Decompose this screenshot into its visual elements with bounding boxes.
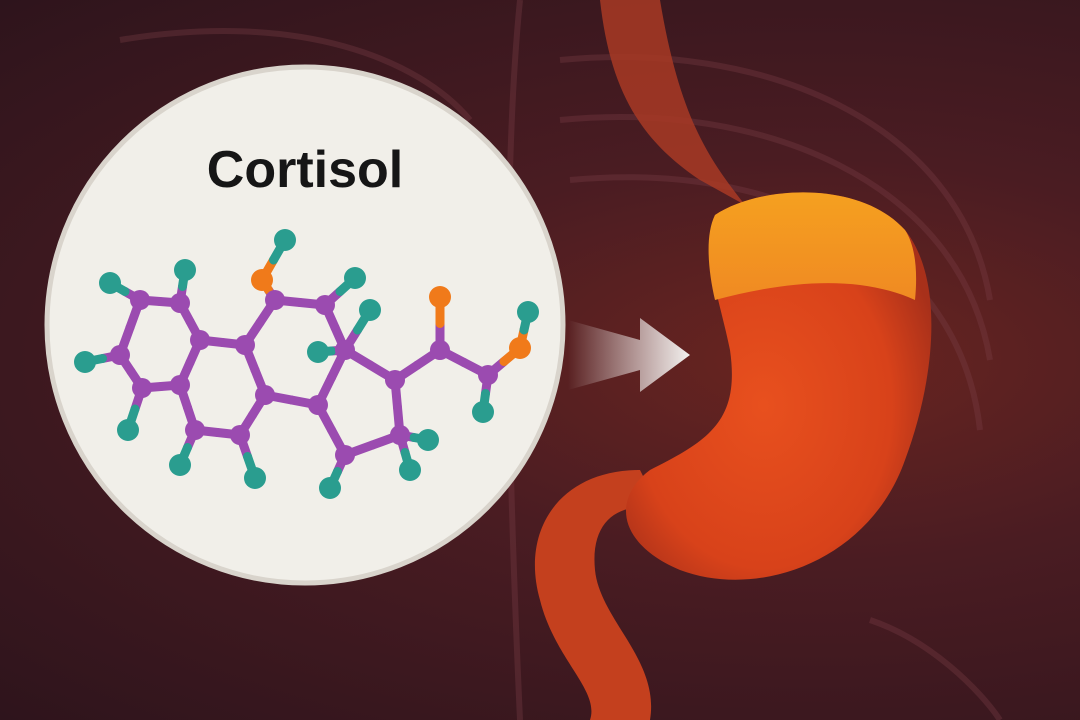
carbon-atom (430, 340, 450, 360)
oxygen-atom (251, 269, 273, 291)
magnifier-circle (44, 64, 566, 586)
hydrogen-atom (517, 301, 539, 323)
hydrogen-atom (417, 429, 439, 451)
carbon-atom (385, 370, 405, 390)
molecule-title: Cortisol (206, 141, 404, 199)
carbon-atom (478, 365, 498, 385)
carbon-atom (265, 290, 285, 310)
arrow-icon (568, 318, 690, 392)
hydrogen-atom (344, 267, 366, 289)
hydrogen-atom (307, 341, 329, 363)
hydrogen-atom (244, 467, 266, 489)
hydrogen-atom (74, 351, 96, 373)
carbon-atom (170, 293, 190, 313)
hydrogen-atom (472, 401, 494, 423)
hydrogen-atom (169, 454, 191, 476)
carbon-atom (335, 445, 355, 465)
carbon-atom (390, 425, 410, 445)
carbon-atom (315, 295, 335, 315)
carbon-atom (235, 335, 255, 355)
stomach-fundus (708, 192, 917, 300)
hydrogen-atom (274, 229, 296, 251)
oxygen-atom (509, 337, 531, 359)
hydrogen-atom (319, 477, 341, 499)
carbon-atom (335, 340, 355, 360)
carbon-atom (185, 420, 205, 440)
hydrogen-atom (174, 259, 196, 281)
carbon-atom (130, 290, 150, 310)
stomach-body (626, 192, 932, 580)
carbon-atom (230, 425, 250, 445)
duodenum (534, 470, 660, 720)
carbon-atom (255, 385, 275, 405)
carbon-atom (190, 330, 210, 350)
hydrogen-atom (359, 299, 381, 321)
oxygen-atom (429, 286, 451, 308)
stomach (534, 0, 932, 720)
hydrogen-atom (117, 419, 139, 441)
esophagus (600, 0, 745, 205)
hydrogen-atom (99, 272, 121, 294)
cortisol-molecule (74, 229, 539, 499)
carbon-atom (132, 378, 152, 398)
hydrogen-atom (399, 459, 421, 481)
carbon-atom (170, 375, 190, 395)
carbon-atom (110, 345, 130, 365)
carbon-atom (308, 395, 328, 415)
